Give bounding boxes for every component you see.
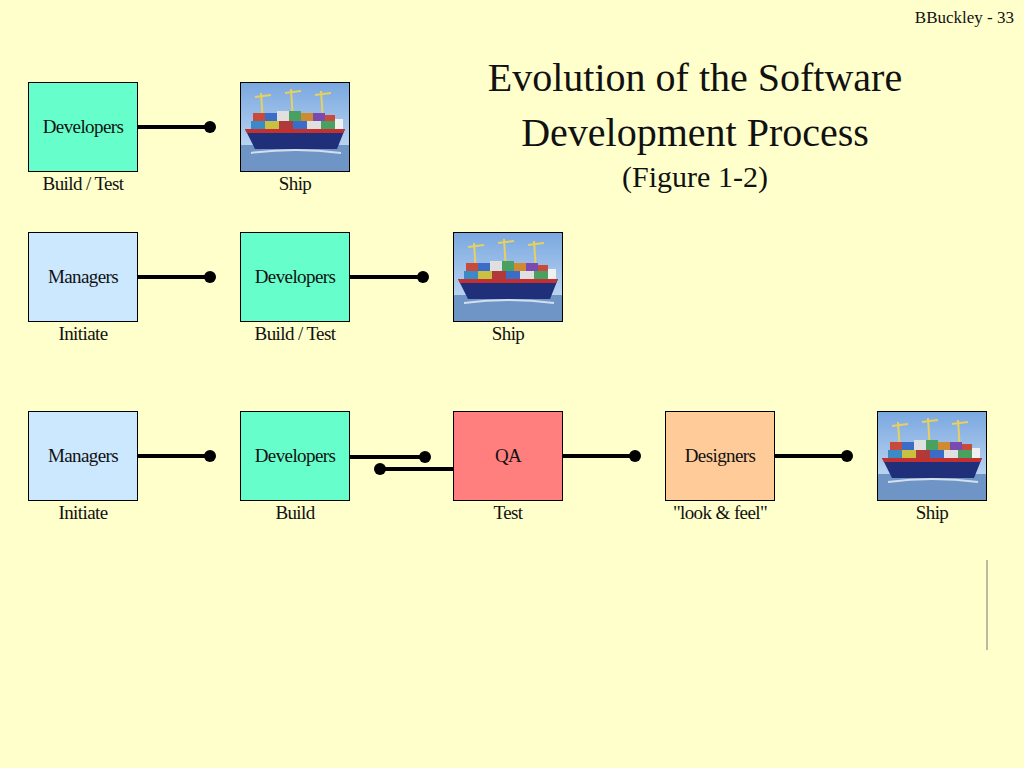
figure-number: (Figure 1-2) (420, 160, 970, 194)
step-label: Initiate (0, 323, 197, 345)
connector-dot (417, 271, 429, 283)
role-name: Developers (255, 266, 336, 288)
connector (350, 271, 429, 283)
connector-dot (419, 451, 431, 463)
connector (350, 451, 453, 475)
connector-line (138, 125, 210, 129)
role-name: Managers (48, 445, 118, 467)
role-box: DevelopersBuild / Test (28, 82, 138, 172)
role-name: Managers (48, 266, 118, 288)
role-name: Developers (255, 445, 336, 467)
ship-box: Ship (877, 411, 987, 501)
connector-line (350, 275, 423, 279)
role-name: Developers (43, 116, 124, 138)
page-number: BBuckley - 33 (915, 8, 1014, 28)
role-box: DevelopersBuild / Test (240, 232, 350, 322)
ship-illustration (878, 412, 986, 500)
step-label: "look & feel" (606, 502, 834, 524)
step-label: Initiate (0, 502, 197, 524)
connector-dot (629, 450, 641, 462)
ship-box: Ship (453, 232, 563, 322)
connector-dot (841, 450, 853, 462)
connector-line (380, 467, 453, 471)
connector (138, 450, 216, 462)
step-label: Ship (818, 502, 1024, 524)
connector (138, 121, 216, 133)
ship-illustration (241, 83, 349, 171)
rule-line (987, 560, 988, 650)
role-box: QATest (453, 411, 563, 501)
step-label: Build (181, 502, 409, 524)
step-label: Ship (181, 173, 409, 195)
role-box: ManagersInitiate (28, 232, 138, 322)
ship-box: Ship (240, 82, 350, 172)
ship-illustration (454, 233, 562, 321)
step-label: Build / Test (0, 173, 197, 195)
connector-dot (374, 463, 386, 475)
role-box: ManagersInitiate (28, 411, 138, 501)
connector-line (350, 455, 425, 459)
role-name: QA (495, 445, 521, 467)
step-label: Ship (394, 323, 622, 345)
step-label: Test (394, 502, 622, 524)
connector (563, 450, 641, 462)
diagram-title: Evolution of the Software Development Pr… (420, 50, 970, 160)
connector-dot (204, 271, 216, 283)
connector-line (138, 454, 210, 458)
role-box: Designers"look & feel" (665, 411, 775, 501)
step-label: Build / Test (181, 323, 409, 345)
connector-dot (204, 450, 216, 462)
connector-line (138, 275, 210, 279)
role-name: Designers (685, 445, 756, 467)
connector-line (775, 454, 847, 458)
role-box: DevelopersBuild (240, 411, 350, 501)
connector-line (563, 454, 635, 458)
connector-dot (204, 121, 216, 133)
connector (775, 450, 853, 462)
connector (138, 271, 216, 283)
